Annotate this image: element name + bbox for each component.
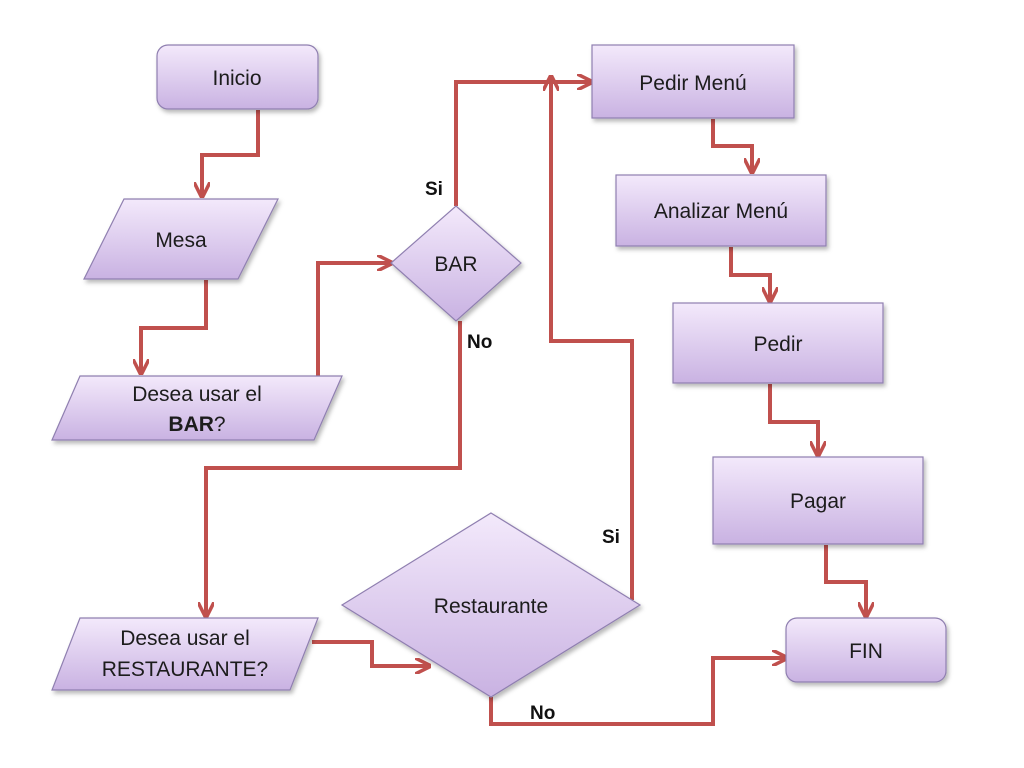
node-desea-usar-bar-line2: BAR?: [168, 413, 225, 436]
node-pedir-menu-label: Pedir Menú: [639, 72, 746, 95]
node-desea-usar-bar-bold: BAR: [168, 413, 214, 436]
node-pagar[interactable]: Pagar: [712, 456, 924, 545]
connector-bar-no-to-desea-restaurante: [206, 321, 462, 615]
node-restaurante-decision-label: Restaurante: [434, 595, 548, 618]
node-mesa-label: Mesa: [155, 229, 207, 252]
connectors: [141, 78, 866, 726]
connector-desea-bar-to-bar: [316, 263, 390, 376]
node-restaurante-decision[interactable]: Restaurante: [340, 512, 642, 698]
node-bar-decision-label: BAR: [434, 253, 477, 276]
connector-pedir-menu-to-analizar-menu: [711, 119, 752, 171]
edge-label-restaurante-no: No: [530, 703, 555, 724]
node-fin[interactable]: FIN: [785, 617, 947, 683]
node-desea-usar-restaurante-line2: RESTAURANTE?: [102, 658, 268, 681]
connector-pedir-to-pagar: [768, 384, 818, 454]
connector-restaurante-no-to-fin: [489, 658, 785, 726]
node-desea-usar-bar[interactable]: Desea usar el BAR?: [51, 375, 343, 441]
node-inicio-label: Inicio: [212, 67, 261, 90]
node-analizar-menu-label: Analizar Menú: [654, 200, 788, 223]
connector-analizar-menu-to-pedir: [729, 247, 770, 300]
connector-bar-si-to-pedir-menu: [454, 82, 590, 206]
connector-restaurante-si-to-pedir-menu: [551, 78, 634, 600]
node-desea-usar-restaurante-line1: Desea usar el: [120, 627, 250, 650]
node-bar-decision[interactable]: BAR: [390, 205, 522, 322]
edge-label-bar-si: Si: [425, 179, 443, 200]
node-pagar-label: Pagar: [790, 490, 846, 513]
node-desea-usar-bar-line1: Desea usar el: [132, 383, 262, 406]
edge-label-restaurante-si: Si: [602, 527, 620, 548]
node-pedir-menu[interactable]: Pedir Menú: [591, 44, 795, 119]
node-fin-label: FIN: [849, 640, 883, 663]
connector-pagar-to-fin: [824, 545, 866, 615]
edge-label-bar-no: No: [467, 332, 492, 353]
node-desea-usar-bar-question: ?: [214, 413, 226, 436]
node-analizar-menu[interactable]: Analizar Menú: [615, 174, 827, 247]
node-inicio[interactable]: Inicio: [156, 44, 319, 110]
connector-desea-restaurante-to-restaurante: [312, 640, 428, 666]
node-desea-usar-restaurante[interactable]: Desea usar el RESTAURANTE?: [51, 617, 319, 691]
node-pedir[interactable]: Pedir: [672, 302, 884, 384]
node-mesa[interactable]: Mesa: [83, 198, 279, 280]
connector-mesa-to-desea-bar: [141, 280, 208, 372]
connector-inicio-to-mesa: [202, 110, 260, 195]
node-pedir-label: Pedir: [753, 333, 802, 356]
